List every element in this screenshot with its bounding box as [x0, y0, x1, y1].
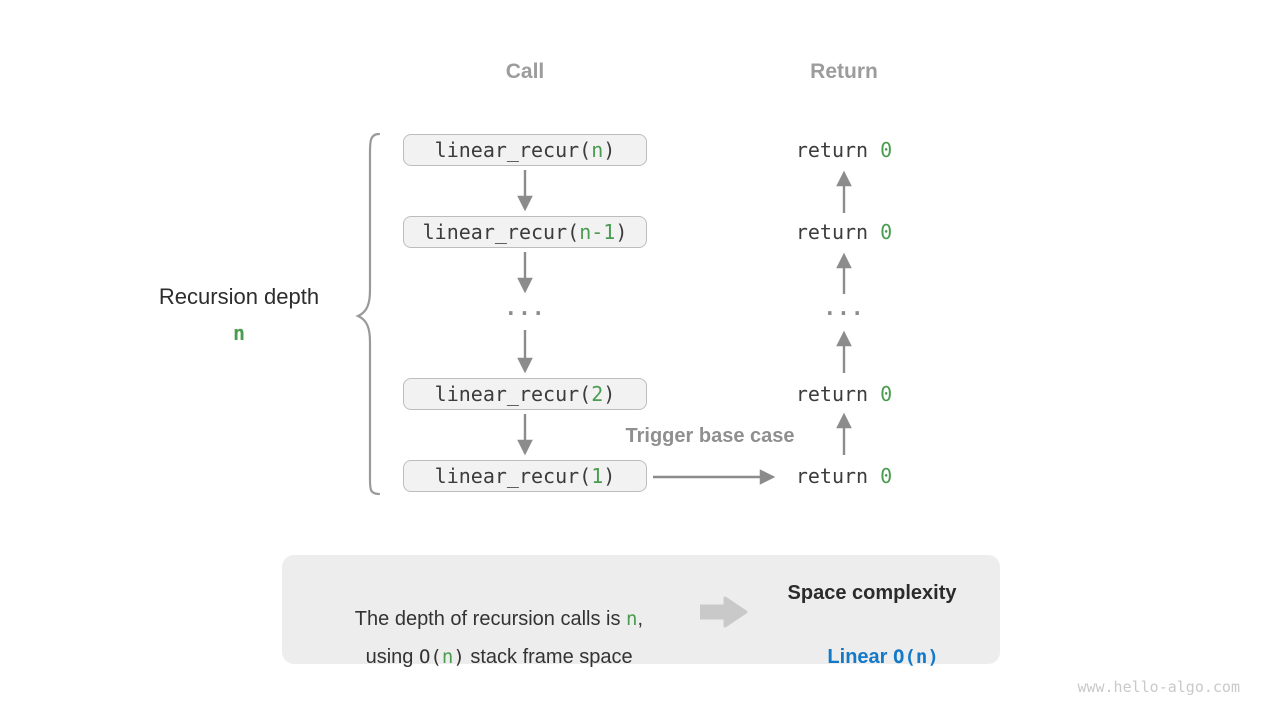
- big-o-close: ): [453, 646, 465, 668]
- return-value: 0: [880, 138, 893, 162]
- summary-text: ,: [637, 608, 644, 630]
- return-keyword: return: [795, 220, 881, 244]
- code-arg: n-1: [579, 220, 616, 244]
- return-keyword: return: [795, 382, 881, 406]
- call-frame-box-2: linear_recur(2): [403, 378, 647, 410]
- code-text: linear_recur(n): [435, 138, 616, 162]
- recursion-depth-label: Recursion depth: [158, 284, 320, 309]
- return-statement: return 0: [744, 137, 944, 163]
- summary-line-1: The depth of recursion calls is n,: [288, 580, 688, 658]
- return-statement: return 0: [744, 219, 944, 245]
- summary-var-n: n: [441, 646, 454, 668]
- code-post: ): [615, 220, 628, 244]
- return-keyword: return: [795, 138, 881, 162]
- call-frame-box-1: linear_recur(1): [403, 460, 647, 492]
- code-pre: linear_recur(: [434, 464, 592, 488]
- return-value: 0: [880, 382, 893, 406]
- code-post: ): [603, 464, 616, 488]
- code-text: linear_recur(2): [435, 382, 616, 406]
- return-value: 0: [880, 464, 893, 488]
- big-o-open: O(: [893, 646, 916, 668]
- code-post: ): [603, 382, 616, 406]
- call-frame-box-n-1: linear_recur(n-1): [403, 216, 647, 248]
- code-text: linear_recur(1): [435, 464, 616, 488]
- complexity-var-n: n: [915, 646, 928, 668]
- summary-text: using: [365, 646, 419, 668]
- trigger-base-case-label: Trigger base case: [625, 425, 795, 447]
- return-statement: return 0: [744, 463, 944, 489]
- curly-brace-icon: [355, 132, 381, 496]
- code-arg: n: [591, 138, 604, 162]
- return-column-header: Return: [810, 60, 878, 83]
- return-statement: return 0: [744, 381, 944, 407]
- code-pre: linear_recur(: [434, 382, 592, 406]
- watermark: www.hello-algo.com: [1077, 678, 1240, 696]
- summary-text: The depth of recursion calls is: [354, 608, 627, 630]
- complexity-label: Linear: [827, 646, 893, 668]
- call-frame-box-n: linear_recur(n): [403, 134, 647, 166]
- recursion-depth-value: n: [232, 321, 246, 345]
- call-ellipsis: ...: [504, 296, 546, 320]
- big-o-open: O(: [418, 646, 442, 668]
- code-text: linear_recur(n-1): [423, 220, 628, 244]
- code-post: ): [603, 138, 616, 162]
- summary-panel: [282, 555, 1000, 664]
- summary-text: stack frame space: [464, 646, 633, 668]
- call-column-header: Call: [505, 60, 545, 83]
- space-complexity-title: Space complexity: [787, 582, 957, 604]
- space-complexity-result: Linear O(n): [742, 618, 1002, 696]
- big-o-close: ): [927, 646, 939, 668]
- return-ellipsis: ...: [823, 296, 865, 320]
- summary-var-n: n: [626, 608, 638, 630]
- code-pre: linear_recur(: [422, 220, 580, 244]
- return-value: 0: [880, 220, 893, 244]
- code-arg: 2: [591, 382, 604, 406]
- code-pre: linear_recur(: [434, 138, 592, 162]
- return-keyword: return: [795, 464, 881, 488]
- code-arg: 1: [591, 464, 604, 488]
- summary-line-2: using O(n) stack frame space: [288, 618, 688, 696]
